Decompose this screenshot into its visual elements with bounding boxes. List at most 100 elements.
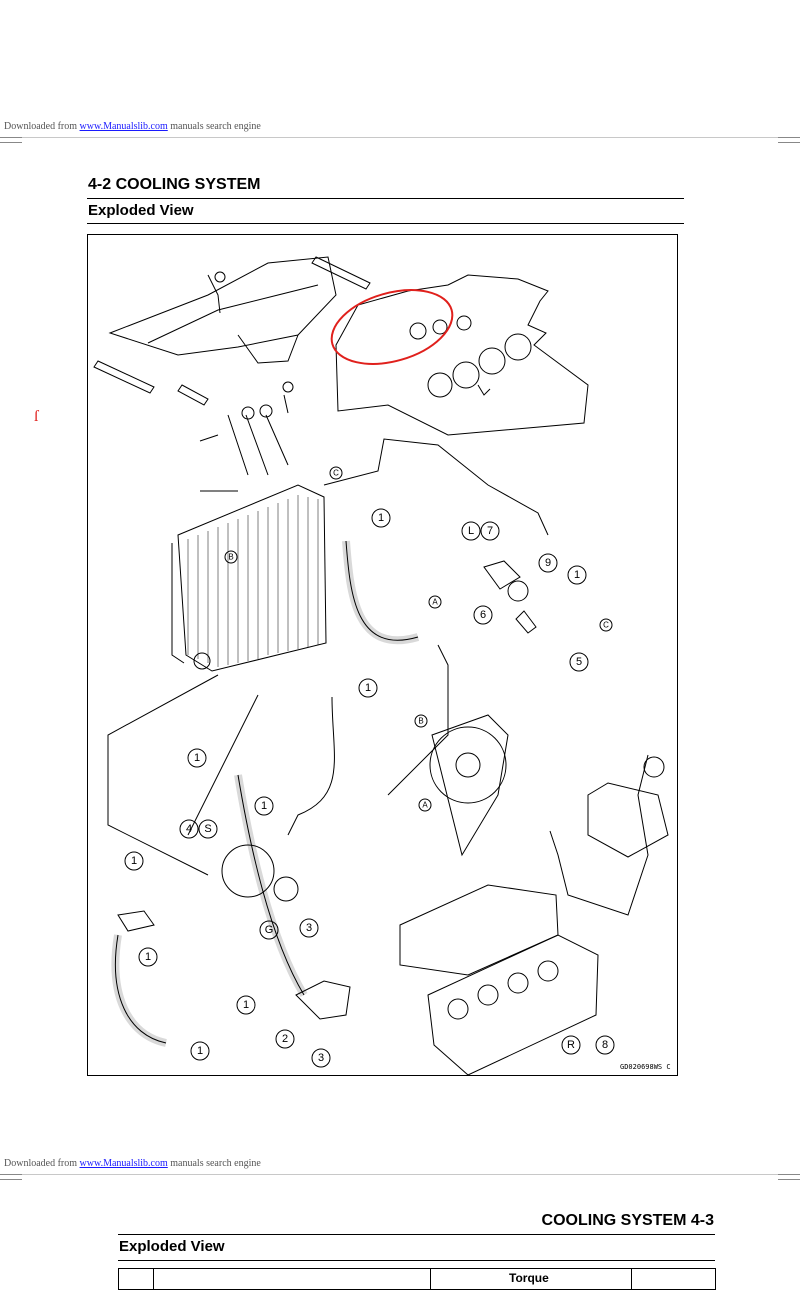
svg-text:C: C — [333, 469, 339, 478]
svg-text:1: 1 — [145, 951, 151, 963]
cylinder-head-cover — [399, 884, 559, 976]
callout-A-b: A — [418, 798, 432, 812]
overflow-hose — [549, 754, 649, 916]
callout-1-a: 1 — [371, 508, 391, 528]
callout-1-c: 1 — [567, 565, 587, 585]
callout-3-b: 3 — [311, 1048, 331, 1068]
table-col-divider — [631, 1269, 632, 1289]
manualslib-link[interactable]: www.Manualslib.com — [79, 121, 168, 132]
svg-text:5: 5 — [576, 656, 582, 668]
torque-table: Torque — [118, 1268, 716, 1290]
edge-mark-right — [778, 137, 800, 143]
callout-1-f: 1 — [124, 851, 144, 871]
lower-hose — [287, 696, 335, 836]
thermostat-housing — [483, 560, 521, 590]
callout-4: 4 — [179, 819, 199, 839]
svg-text:3: 3 — [318, 1052, 324, 1064]
reserve-tank — [587, 782, 669, 858]
svg-text:G: G — [265, 924, 274, 936]
callout-8: 8 — [595, 1035, 615, 1055]
svg-text:A: A — [432, 598, 438, 607]
callout-1-h: 1 — [236, 995, 256, 1015]
callout-S: S — [198, 819, 218, 839]
banner-suffix-2: manuals search engine — [170, 1158, 261, 1169]
svg-text:B: B — [228, 553, 233, 562]
exploded-view-heading: Exploded View — [88, 202, 194, 219]
callout-2: 2 — [275, 1029, 295, 1049]
callout-9: 9 — [538, 553, 558, 573]
callout-1-d: 1 — [187, 748, 207, 768]
svg-text:L: L — [468, 525, 474, 537]
svg-text:1: 1 — [243, 999, 249, 1011]
callout-1-e: 1 — [254, 796, 274, 816]
svg-text:1: 1 — [261, 800, 267, 812]
page2-exploded-view-heading: Exploded View — [119, 1238, 225, 1255]
hose-fitting — [117, 910, 155, 932]
callout-R: R — [561, 1035, 581, 1055]
water-pump — [295, 980, 351, 1020]
callout-B-a: B — [224, 550, 238, 564]
water-pump-inlet-hose — [237, 774, 305, 996]
svg-text:4: 4 — [186, 823, 192, 835]
radiator-core — [177, 484, 327, 672]
radiator-fan — [429, 726, 507, 804]
edge-mark-left-2 — [0, 1174, 22, 1180]
strip-top-right — [311, 256, 371, 290]
diagram-svg: 1 1 1 1 1 1 1 1 1 2 3 3 4 S 5 6 7 L 8 R … — [93, 256, 671, 1075]
svg-text:1: 1 — [194, 752, 200, 764]
breather-hose — [323, 438, 549, 536]
svg-text:2: 2 — [282, 1033, 288, 1045]
svg-text:1: 1 — [365, 682, 371, 694]
callout-A-a: A — [428, 595, 442, 609]
page2-subtitle-rule — [118, 1260, 715, 1261]
svg-text:7: 7 — [487, 525, 493, 537]
radiator-outlet-hose — [345, 540, 419, 641]
callout-6: 6 — [473, 605, 493, 625]
left-hose — [114, 934, 167, 1044]
title-rule — [87, 198, 684, 199]
download-banner-bottom: Downloaded from www.Manualslib.com manua… — [4, 1158, 261, 1169]
callout-C-a: C — [329, 466, 343, 480]
section-title: 4-2 COOLING SYSTEM — [88, 176, 261, 193]
cylinder-head — [427, 934, 599, 1075]
bracket-top — [237, 334, 299, 364]
callout-5: 5 — [569, 652, 589, 672]
svg-text:R: R — [567, 1039, 575, 1051]
manualslib-link-2[interactable]: www.Manualslib.com — [79, 1158, 168, 1169]
callout-L: L — [461, 521, 481, 541]
duct-cap — [214, 271, 226, 283]
table-header-torque: Torque — [509, 1271, 549, 1285]
banner-suffix: manuals search engine — [170, 121, 261, 132]
red-annotation-mark: ſ — [34, 408, 39, 425]
svg-text:A: A — [422, 801, 428, 810]
red-highlight-circle — [330, 289, 454, 365]
download-banner-top: Downloaded from www.Manualslib.com manua… — [4, 121, 261, 132]
svg-text:B: B — [418, 717, 423, 726]
o-ring-g — [273, 876, 299, 902]
table-col-divider — [430, 1269, 431, 1289]
svg-text:C: C — [603, 621, 609, 630]
table-col-divider — [153, 1269, 154, 1289]
thermostat — [507, 580, 529, 602]
svg-text:1: 1 — [131, 855, 137, 867]
gasket-plate — [335, 274, 589, 436]
svg-text:1: 1 — [574, 569, 580, 581]
callout-7: 7 — [480, 521, 500, 541]
callout-C-b: C — [599, 618, 613, 632]
svg-text:9: 9 — [545, 557, 551, 569]
callout-1-g: 1 — [138, 947, 158, 967]
banner-prefix: Downloaded from — [4, 121, 78, 132]
reserve-tank-cap — [643, 756, 665, 778]
svg-text:6: 6 — [480, 609, 486, 621]
page2-title-rule — [118, 1234, 715, 1235]
callout-1-i: 1 — [190, 1041, 210, 1061]
svg-text:8: 8 — [602, 1039, 608, 1051]
page-break-rule — [0, 137, 800, 138]
air-duct-cover — [108, 256, 337, 356]
subtitle-rule — [87, 223, 684, 224]
svg-text:1: 1 — [197, 1045, 203, 1057]
callout-3-a: 3 — [299, 918, 319, 938]
edge-mark-right-2 — [778, 1174, 800, 1180]
strip-left — [93, 360, 155, 394]
radiator-side-tank — [171, 543, 185, 664]
